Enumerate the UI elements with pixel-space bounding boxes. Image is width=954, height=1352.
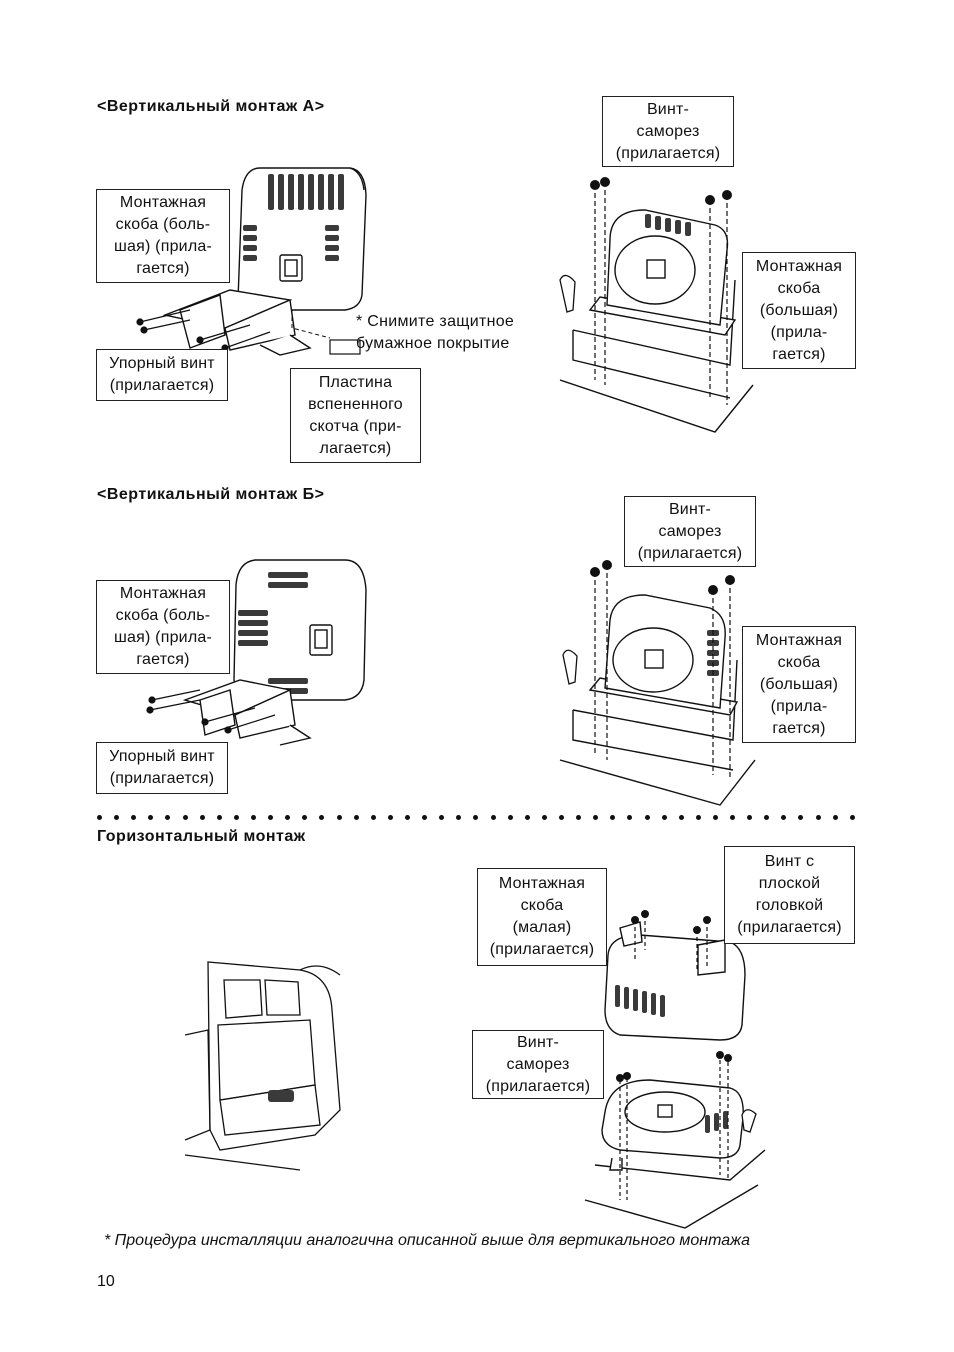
- label-h-flat-head-screw: Винт с плоской головкой (прилагается): [724, 846, 855, 944]
- heading-horizontal: Горизонтальный монтаж: [97, 828, 306, 845]
- label-a-tapping-screw: Винт- саморез (прилагается): [602, 96, 734, 167]
- label-b-bracket-large: Монтажная скоба (боль- шая) (прила- гает…: [96, 580, 230, 674]
- car-trunk-illustration: [184, 961, 341, 1171]
- label-a-bracket-large: Монтажная скоба (боль- шая) (прила- гает…: [96, 189, 230, 283]
- label-b-tapping-screw: Винт- саморез (прилагается): [624, 496, 756, 567]
- label-h-bracket-small: Монтажная скоба (малая) (прилагается): [477, 868, 607, 966]
- page-number: 10: [97, 1273, 115, 1290]
- heading-vertical-b: <Вертикальный монтаж Б>: [97, 486, 325, 503]
- subwoofer-horizontal-illustration: [584, 910, 766, 1229]
- label-b-stop-screw: Упорный винт (прилагается): [96, 742, 228, 794]
- section-separator: [97, 815, 855, 820]
- label-a-foam-plate: Пластина вспененного скотча (при- лагает…: [290, 368, 421, 463]
- label-a-bracket-large-right: Монтажная скоба (большая) (прила- гается…: [742, 252, 856, 369]
- label-a-stop-screw: Упорный винт (прилагается): [96, 349, 228, 401]
- footnote: * Процедура инсталляции аналогична описа…: [104, 1232, 751, 1249]
- subwoofer-vertical-b-floor-illustration: [559, 560, 756, 806]
- note-a-peel-paper: * Снимите защитное бумажное покрытие: [356, 313, 515, 352]
- subwoofer-vertical-a-illustration: [136, 167, 367, 356]
- subwoofer-vertical-b-illustration: [146, 559, 367, 746]
- subwoofer-vertical-a-floor-illustration: [559, 177, 754, 433]
- label-h-tapping-screw: Винт- саморез (прилагается): [472, 1030, 604, 1099]
- heading-vertical-a: <Вертикальный монтаж A>: [97, 98, 325, 115]
- label-b-bracket-large-right: Монтажная скоба (большая) (прила- гается…: [742, 626, 856, 743]
